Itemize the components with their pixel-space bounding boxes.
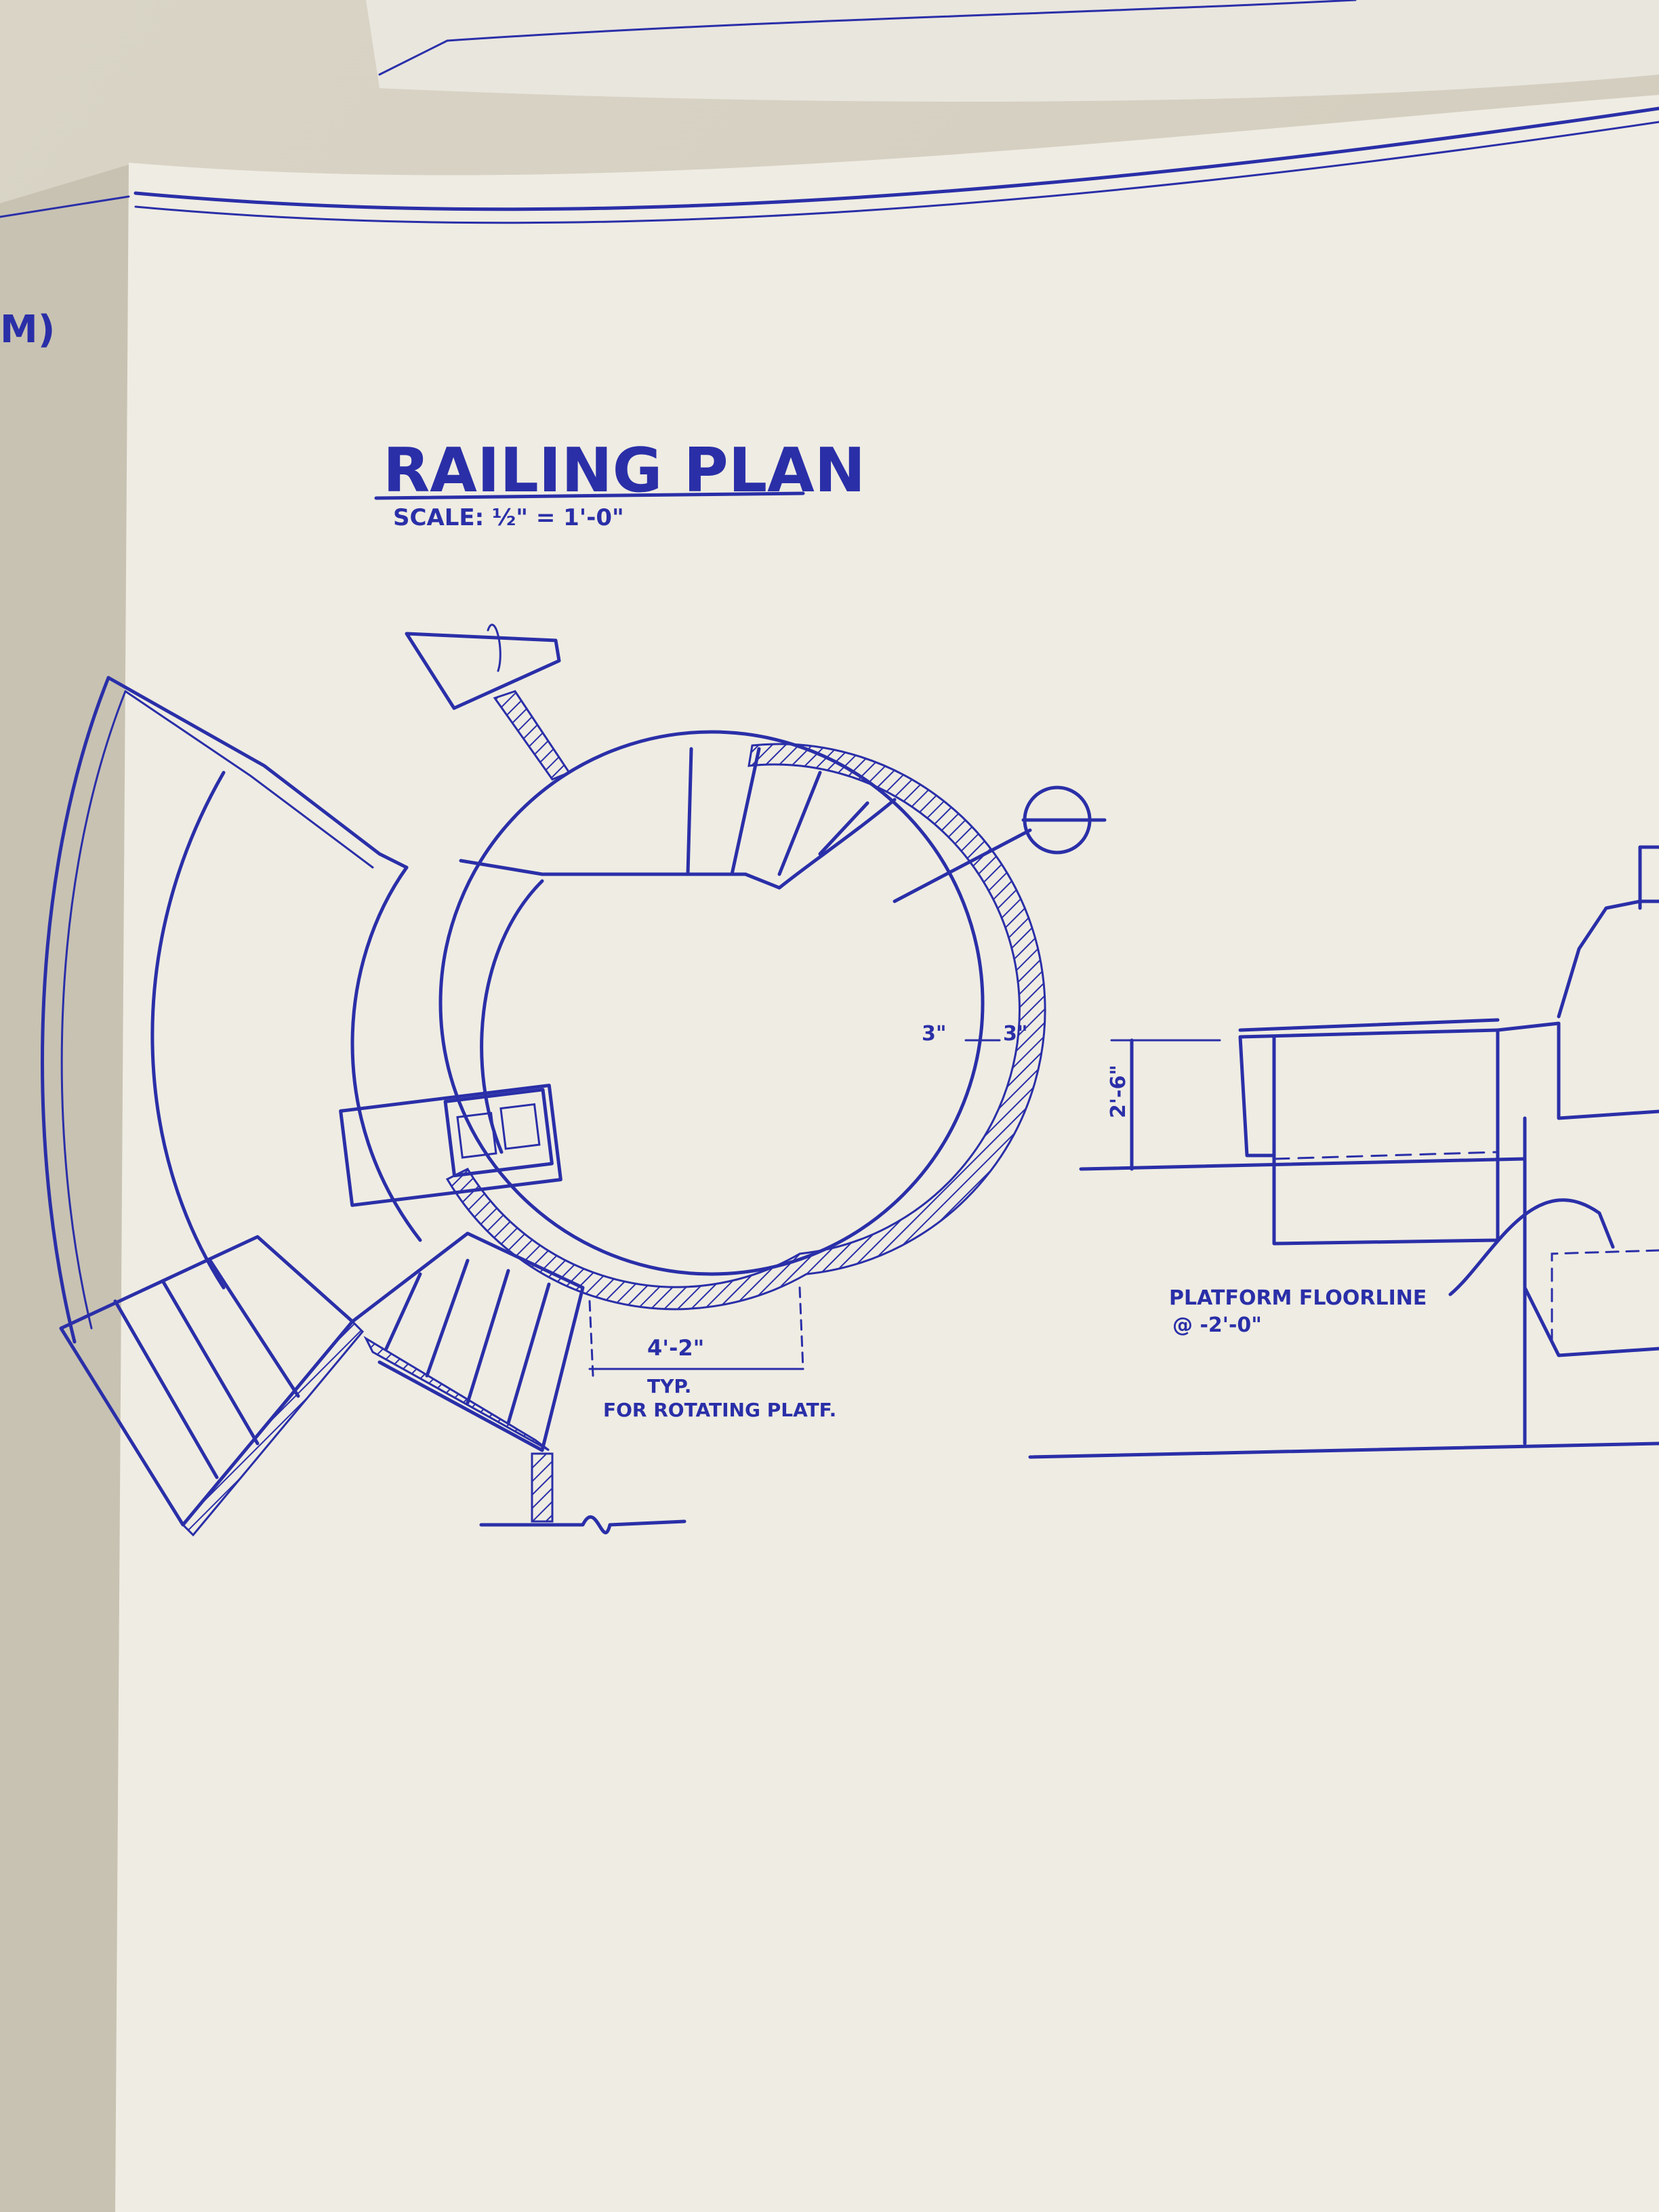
right-stair-tread-4 <box>506 1282 551 1425</box>
sheet-border-line-1 <box>134 106 1659 211</box>
left-panel-border-line <box>0 195 130 218</box>
top-triangle-break <box>405 632 561 710</box>
platform-rail-hatched <box>445 743 1046 1311</box>
title-underline <box>374 491 805 500</box>
section-hidden-line <box>1273 1151 1499 1160</box>
top-sheet-sketch-line <box>378 0 1357 76</box>
lower-stair-tread-3 <box>208 1258 300 1398</box>
section-right-dashed <box>1551 1249 1659 1343</box>
console-screen-frame <box>443 1088 554 1178</box>
section-right-stair <box>1557 899 1659 1019</box>
top-sheet-edge <box>366 0 1659 102</box>
railing-plan: 3" 3" 4'-2" TYP. FOR ROTATING PLATF. <box>41 623 1107 1537</box>
stair-tread-4 <box>818 801 869 856</box>
sheet-border-line-2 <box>134 121 1659 224</box>
break-line-bottom <box>479 1515 687 1534</box>
section-right-top <box>1638 845 1659 910</box>
stair-tread-2 <box>730 747 761 876</box>
right-lower-stair-rail-hatched <box>363 1336 550 1452</box>
dim-ext-right <box>798 1286 804 1370</box>
floorline-leader <box>1448 1198 1615 1296</box>
console-box <box>339 1084 562 1207</box>
right-stair-tread-2 <box>425 1258 470 1378</box>
floorline-elevation: @ -2'-0" <box>1172 1313 1262 1337</box>
top-connector-hatched <box>493 690 571 781</box>
floorline-label: PLATFORM FLOORLINE <box>1169 1286 1427 1310</box>
section-right-lower <box>1523 1116 1659 1446</box>
lower-stair-tread-2 <box>161 1279 260 1446</box>
section-right-structure <box>1496 1021 1659 1120</box>
corner-label: M) <box>0 308 55 352</box>
stair-tread-1 <box>686 747 693 876</box>
landing-arc <box>350 865 422 1242</box>
upper-wing-edge <box>106 676 409 869</box>
drawing-scale: SCALE: ½" = 1'-0" <box>393 504 624 531</box>
right-stair-tread-3 <box>466 1269 510 1405</box>
platform-circle-outer <box>438 730 985 1276</box>
upper-wing-edge-2 <box>124 690 374 869</box>
stair-tread-3 <box>777 771 822 876</box>
section-marker-leader <box>893 828 1032 903</box>
dim-ext-left <box>588 1300 594 1377</box>
console-screen-2 <box>499 1103 541 1150</box>
console-screen-1 <box>456 1111 497 1159</box>
outer-wall-arc <box>41 676 110 1344</box>
right-stair-tread-1 <box>384 1272 422 1351</box>
wall-stub-hatched <box>531 1452 554 1523</box>
platform-width-dim: 4'-2" <box>647 1335 704 1361</box>
section-platform-cap <box>1238 1018 1500 1032</box>
typ-note: TYP. <box>647 1375 691 1397</box>
lower-stair-rail-hatched <box>181 1319 365 1537</box>
platform-inner-arc <box>480 879 544 1154</box>
paper-sheet <box>115 95 1659 2212</box>
section-long-ground <box>1028 1441 1659 1459</box>
right-lower-stair-outline <box>350 1231 585 1452</box>
outer-wall-arc-inner <box>60 690 127 1330</box>
section-height-dim: 2'-6" <box>1107 1065 1130 1118</box>
rotating-note: FOR ROTATING PLATF. <box>603 1399 836 1421</box>
rail-dim-right: 3" <box>1003 1022 1028 1046</box>
platform-section: 2'-6" PLATFORM FLOORLINE @ -2'-0" <box>1028 845 1659 1459</box>
break-symbol-top <box>487 623 501 672</box>
rail-dim-left: 3" <box>922 1022 947 1046</box>
lower-stair-tread-1 <box>113 1299 219 1479</box>
wing-inner-arc <box>150 771 226 1290</box>
top-stair-outline <box>459 798 897 890</box>
section-ground-line <box>1079 1157 1527 1171</box>
